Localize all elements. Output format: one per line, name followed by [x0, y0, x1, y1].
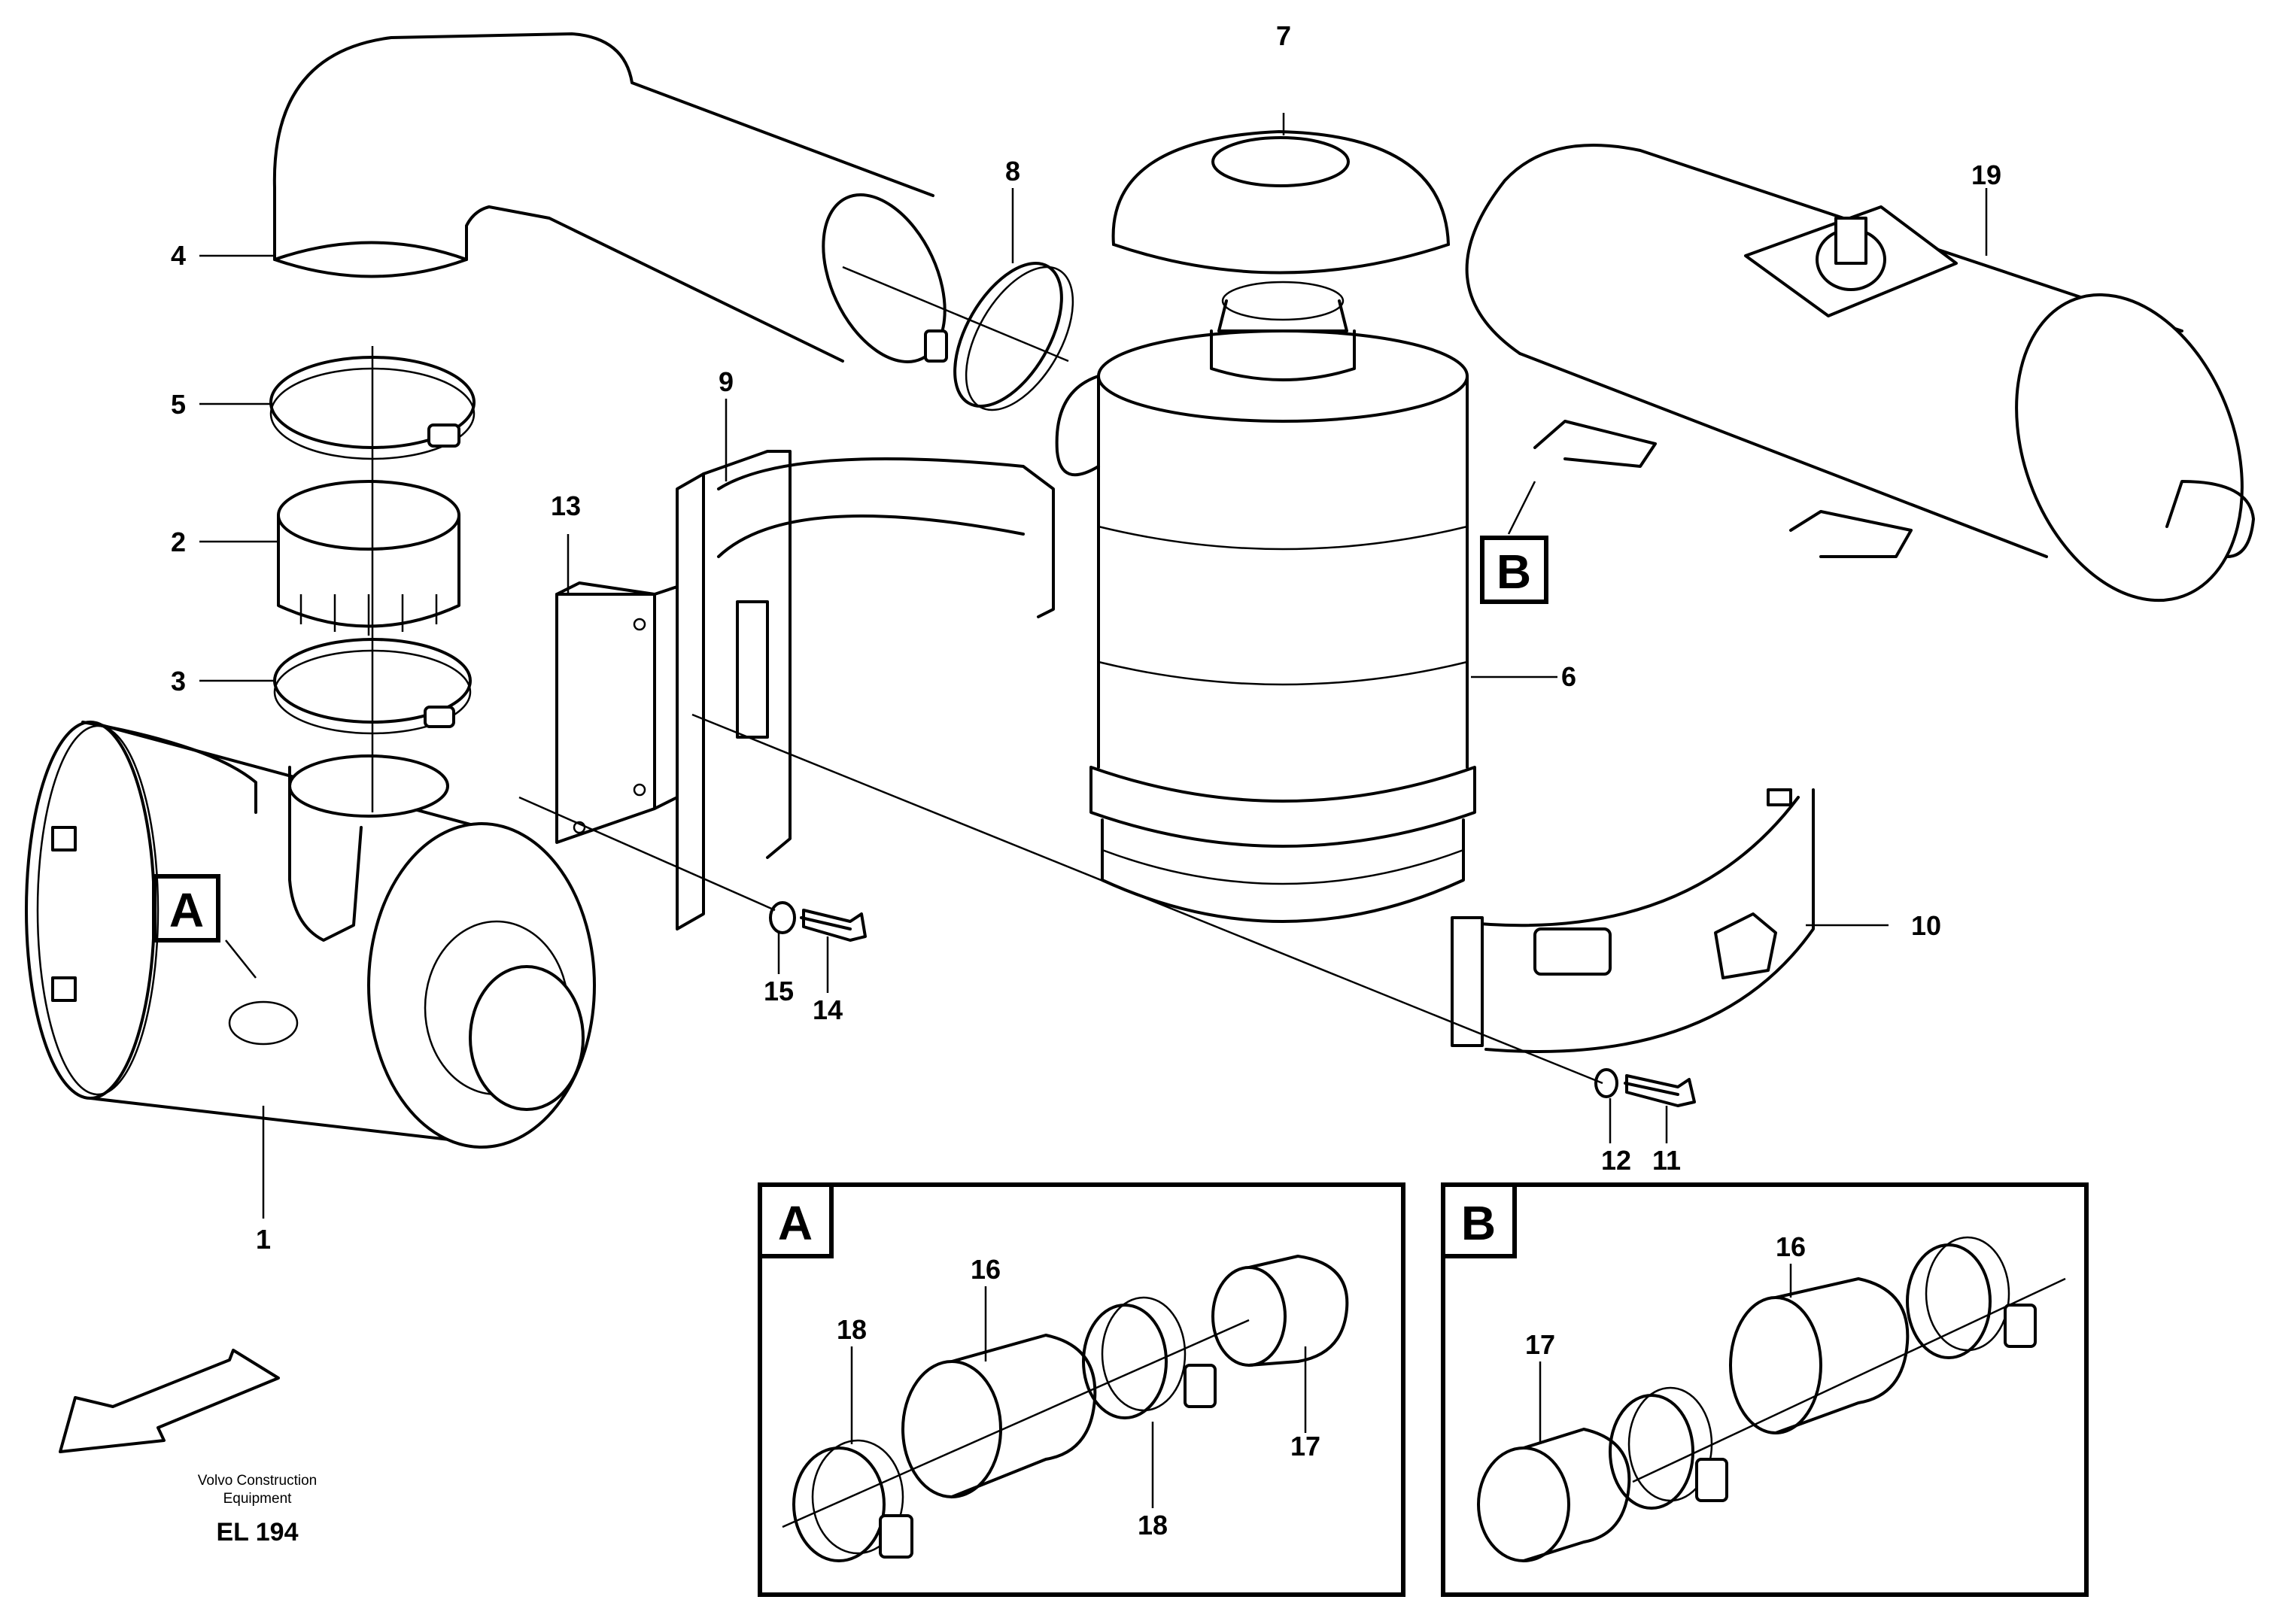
part-12-number: 12 — [1601, 1145, 1631, 1176]
detail-b-panel: B 17 16 — [1441, 1182, 2089, 1597]
part-7-number: 7 — [1276, 20, 1291, 51]
callout-a: A — [152, 874, 220, 943]
part-9-number: 9 — [719, 366, 734, 397]
part-10-number: 10 — [1911, 910, 1941, 941]
credit-line-2: Equipment — [223, 1491, 293, 1507]
detail-a-part-18-lower: 18 — [1138, 1510, 1168, 1541]
part-3-number: 3 — [171, 666, 186, 697]
callout-b: B — [1480, 536, 1548, 604]
leader-lines — [199, 113, 1988, 1219]
footer: Volvo Construction Equipment EL 194 — [198, 1473, 317, 1547]
pre-cleaner — [25, 721, 596, 1149]
silencer — [1465, 144, 2255, 603]
bolt-14 — [800, 909, 867, 942]
part-6-number: 6 — [1561, 661, 1576, 692]
part-number-labels: 4 5 2 3 1 7 8 9 13 6 10 19 15 14 12 11 — [171, 20, 2001, 1255]
direction-arrow — [59, 1349, 280, 1453]
part-2-number: 2 — [171, 527, 186, 557]
detail-a-hose — [901, 1334, 1097, 1498]
part-13-number: 13 — [551, 490, 581, 521]
detail-a-label: A — [778, 1196, 813, 1250]
credit-line-1: Volvo Construction — [198, 1473, 317, 1489]
detail-a-part-16: 16 — [971, 1254, 1001, 1285]
callout-b-label: B — [1497, 545, 1531, 599]
washer-12 — [1594, 1068, 1618, 1098]
detail-a-clamp-right — [1082, 1296, 1217, 1419]
detail-b-hose — [1729, 1277, 1910, 1434]
clamp-8 — [924, 262, 1074, 411]
lower-band — [1451, 788, 1815, 1053]
callout-a-label: A — [169, 883, 204, 937]
detail-b-part-16: 16 — [1776, 1231, 1806, 1262]
detail-a-panel: A 18 16 18 17 — [758, 1182, 1405, 1597]
detail-a-part-17: 17 — [1290, 1431, 1320, 1462]
filter-cover — [1111, 130, 1450, 381]
bolt-11 — [1624, 1074, 1696, 1107]
part-11-number: 11 — [1652, 1145, 1681, 1176]
filter-housing — [1055, 329, 1476, 923]
detail-b-clamp-right — [1906, 1236, 2037, 1359]
part-14-number: 14 — [813, 994, 843, 1025]
elbow-pipe — [272, 32, 947, 363]
detail-a-pipe-end — [1211, 1255, 1349, 1367]
part-8-number: 8 — [1005, 156, 1020, 187]
part-19-number: 19 — [1971, 159, 2001, 190]
detail-a-clamp-left — [792, 1439, 913, 1562]
washer-15 — [769, 901, 796, 934]
part-15-number: 15 — [764, 976, 794, 1006]
detail-b-part-17: 17 — [1525, 1329, 1555, 1360]
part-4-number: 4 — [171, 240, 186, 271]
detail-a-part-18-upper: 18 — [837, 1314, 867, 1345]
detail-b-label: B — [1461, 1196, 1496, 1250]
part-1-number: 1 — [256, 1224, 271, 1255]
detail-b-clamp-left — [1609, 1386, 1728, 1510]
small-bracket — [555, 581, 679, 844]
drawing-code: EL 194 — [216, 1518, 298, 1547]
sleeve — [277, 480, 460, 636]
main-bracket — [676, 450, 1055, 930]
detail-b-pipe-end — [1477, 1428, 1631, 1562]
part-5-number: 5 — [171, 389, 186, 420]
